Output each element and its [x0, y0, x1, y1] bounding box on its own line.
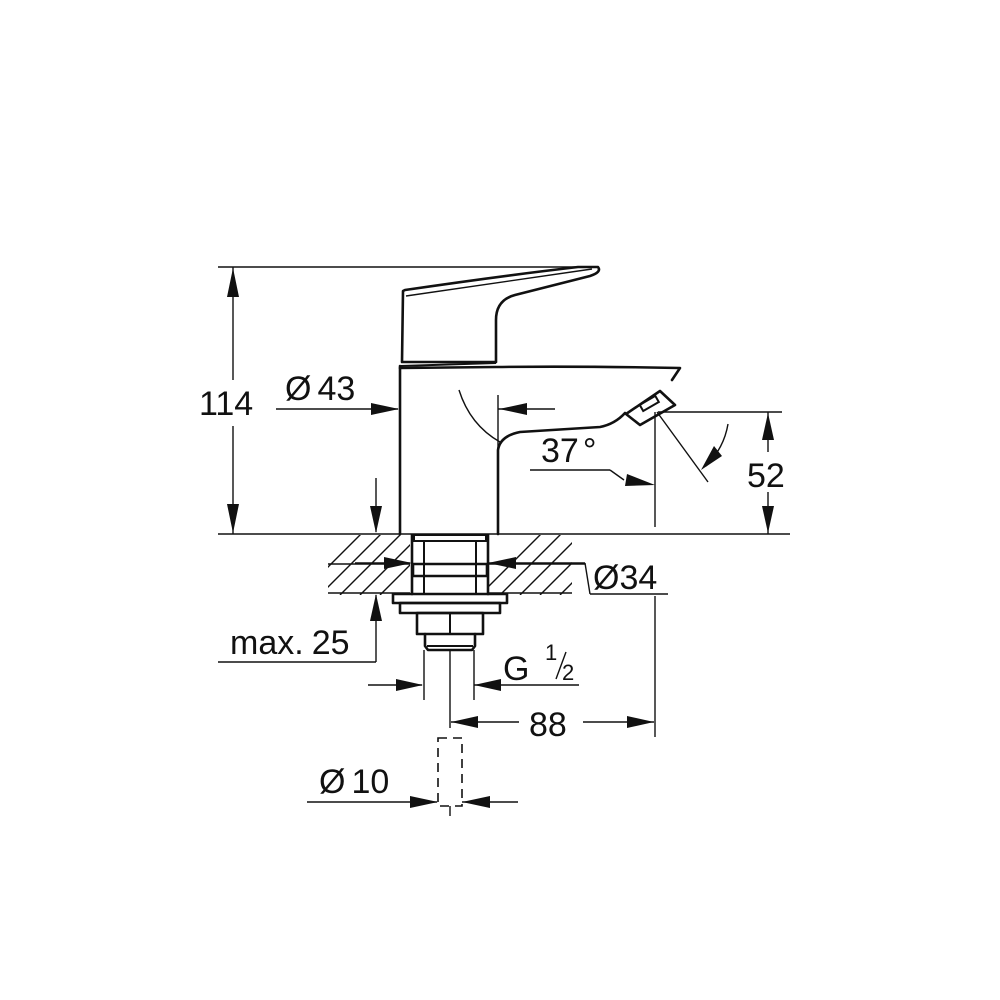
svg-text:max.25: max.25 — [230, 624, 350, 662]
svg-text:37°: 37° — [541, 432, 596, 470]
svg-text:Ø34: Ø34 — [593, 559, 657, 597]
dim-label-37: 37 — [541, 432, 579, 470]
aerator — [624, 389, 677, 427]
dim-hole-diameter: Ø34 — [355, 557, 668, 597]
dim-label-114: 114 — [199, 385, 253, 423]
dim-spout-height: 52 — [658, 411, 796, 534]
tap-body — [398, 265, 682, 536]
dim-total-height: 114 — [196, 266, 596, 534]
thread-letter: G — [503, 650, 529, 688]
lever-handle — [400, 265, 601, 364]
diameter-symbol: Ø — [285, 370, 311, 408]
diameter-symbol: Ø — [593, 559, 619, 597]
dim-label-25: 25 — [312, 624, 350, 662]
max-prefix: max. — [230, 624, 304, 662]
thread-denominator: 2 — [562, 660, 574, 685]
dim-spout-angle: 37° — [530, 411, 729, 527]
dim-max-deck-thickness: max.25 — [218, 478, 382, 663]
dim-label-88: 88 — [529, 706, 567, 744]
svg-text:Ø10: Ø10 — [319, 763, 389, 801]
mounting-hardware — [391, 533, 509, 816]
dim-thread: G 1 2 — [368, 640, 579, 691]
dim-label-52: 52 — [747, 457, 785, 495]
thread-numerator: 1 — [545, 640, 557, 665]
degree-symbol: ° — [583, 432, 597, 470]
dim-spout-reach: 88 — [451, 596, 656, 744]
dim-label-10: 10 — [351, 763, 389, 801]
svg-text:Ø43: Ø43 — [285, 370, 355, 408]
dim-label-34: 34 — [619, 559, 657, 597]
diameter-symbol: Ø — [319, 763, 345, 801]
dim-label-43: 43 — [317, 370, 355, 408]
